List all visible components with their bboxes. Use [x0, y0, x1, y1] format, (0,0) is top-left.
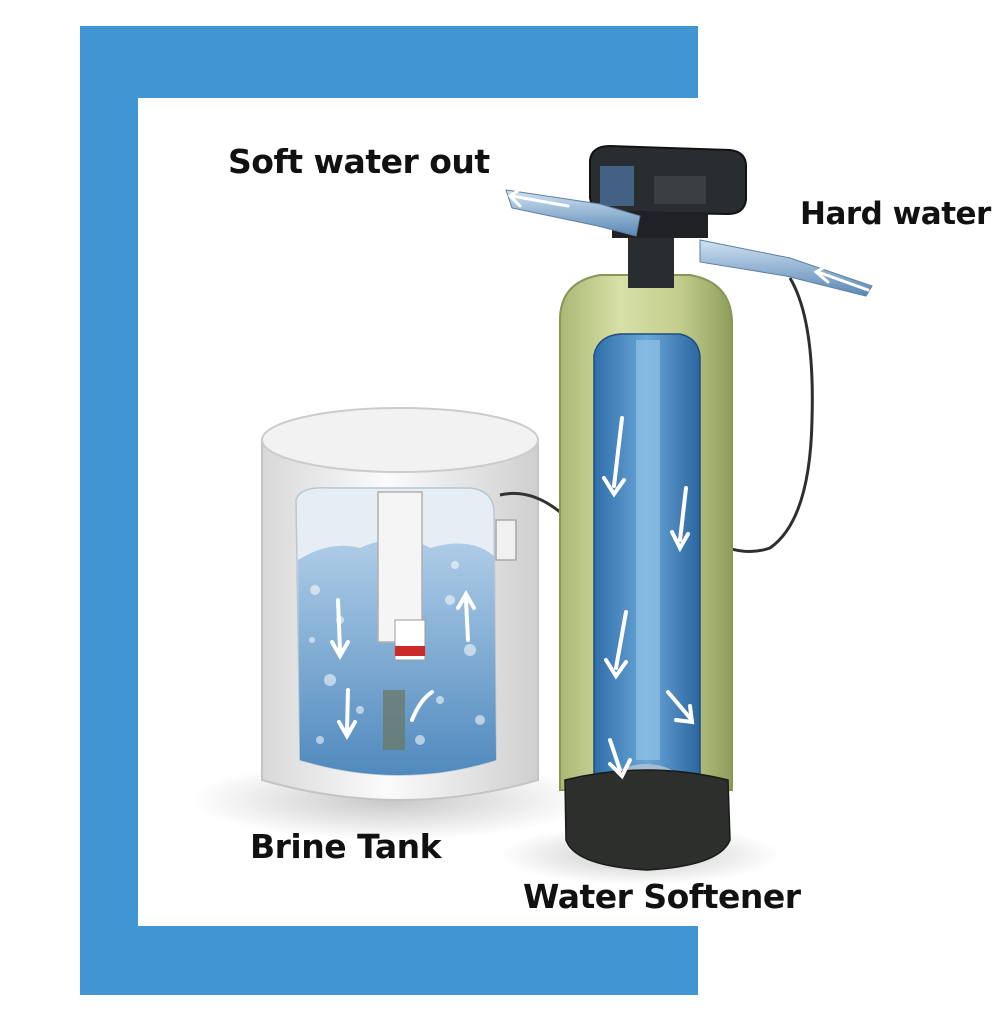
hard-water-in-pipe [699, 239, 873, 297]
flow-arrow-icon [507, 186, 870, 292]
flow-arrow-icon [602, 416, 695, 780]
soft-water-out-label: Soft water out [228, 142, 490, 181]
water-softener-label: Water Softener [523, 877, 801, 916]
brine-tank-label: Brine Tank [250, 827, 442, 866]
brine-tank [261, 407, 539, 801]
flow-arrow-icon [330, 589, 476, 741]
drain-line [727, 277, 814, 553]
salt-texture [309, 561, 485, 745]
brine-line [499, 491, 561, 514]
water-softener-tank [559, 274, 733, 871]
softener-base [564, 769, 731, 871]
hard-water-label: Hard water [800, 196, 991, 232]
